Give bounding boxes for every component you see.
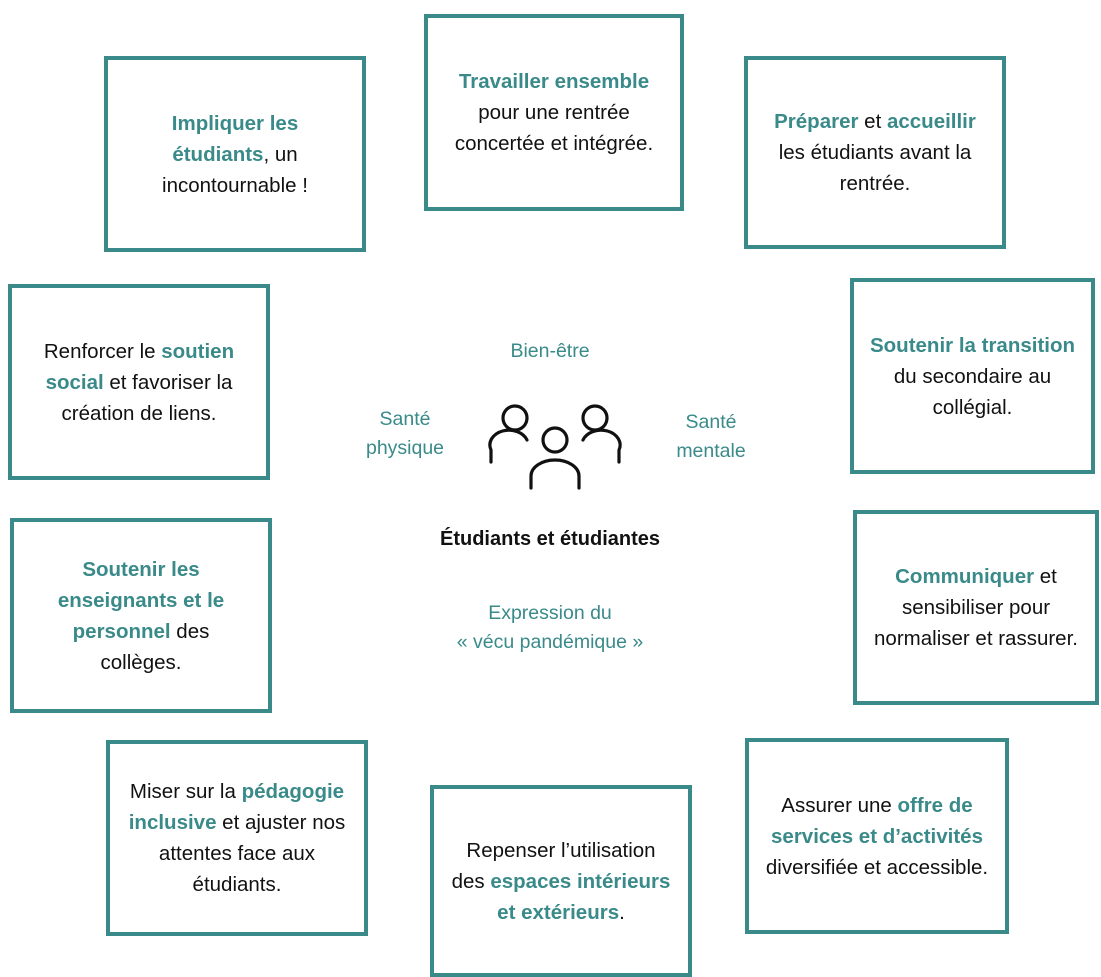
text-impliquer: , un incontournable ! [162, 142, 308, 197]
highlight-accueillir: accueillir [886, 110, 976, 133]
box-espaces: Repenser l’utilisation des espaces intér… [430, 785, 692, 977]
highlight-preparer: Préparer [774, 110, 859, 133]
label-sante-physique-1: Santé [379, 408, 431, 430]
text-transition: du secondaire au collégial. [893, 364, 1052, 419]
text-preparer-et: et [858, 110, 887, 133]
box-communiquer: Communiquer et sensibiliser pour normali… [853, 510, 1099, 705]
label-sante-physique: Santé physique [350, 405, 460, 463]
text-enseignants: des collèges. [100, 619, 210, 674]
label-sante-physique-2: physique [365, 437, 445, 459]
text-renforcer: Renforcer le [43, 339, 162, 363]
highlight-travailler: Travailler ensemble [458, 70, 650, 93]
highlight-enseignants: Soutenir les enseignants et le personnel [57, 557, 225, 643]
person-left-body [488, 428, 529, 464]
person-middle-head [541, 426, 569, 454]
text-pedagogie-rest: et ajuster nos attentes face aux étudian… [158, 811, 346, 896]
label-etudiants: Étudiants et étudiantes [439, 528, 661, 550]
box-preparer-accueillir: Préparer et accueillir les étudiants ava… [744, 56, 1006, 249]
highlight-communiquer: Communiquer [895, 565, 1035, 588]
text-preparer-rest: les étudiants avant la rentrée. [778, 141, 972, 195]
person-left-head [501, 404, 529, 432]
highlight-soutien-social: soutien social [45, 339, 235, 394]
label-bien-etre: Bien-être [510, 340, 590, 362]
box-offre-services: Assurer une offre de services et d’activ… [745, 738, 1009, 934]
text-espaces-rest: . [619, 900, 625, 924]
text-travailler: pour une rentrée concertée et intégrée. [454, 101, 654, 155]
label-expression: Expression du « vécu pandémique » [420, 599, 680, 657]
box-soutenir-enseignants: Soutenir les enseignants et le personnel… [10, 518, 272, 713]
box-soutenir-transition: Soutenir la transition du secondaire au … [850, 278, 1095, 474]
highlight-offre: offre de services et d’activités [771, 793, 983, 848]
text-pedagogie: Miser sur la [129, 780, 242, 803]
highlight-pedagogie: pédagogie inclusive [128, 780, 345, 834]
box-impliquer-etudiants: Impliquer les étudiants, un incontournab… [104, 56, 366, 252]
box-renforcer-soutien-social: Renforcer le soutien social et favoriser… [8, 284, 270, 480]
label-expression-2: « vécu pandémique » [456, 631, 644, 653]
label-sante-mentale-2: mentale [676, 440, 746, 462]
text-offre: Assurer une [781, 793, 898, 817]
text-espaces: Repenser l’utilisation des [451, 838, 656, 893]
text-renforcer-rest: et favoriser la création de liens. [61, 370, 233, 425]
text-communiquer: et sensibiliser pour normaliser et rassu… [874, 565, 1078, 650]
highlight-impliquer: Impliquer les étudiants [171, 111, 299, 166]
people-group-icon [488, 404, 622, 490]
label-sante-mentale: Santé mentale [656, 408, 766, 466]
person-middle-body [529, 458, 581, 490]
label-sante-mentale-1: Santé [685, 411, 737, 433]
highlight-transition: Soutenir la transition [869, 333, 1076, 357]
person-right-head [581, 404, 609, 432]
person-right-body [581, 428, 622, 464]
box-pedagogie-inclusive: Miser sur la pédagogie inclusive et ajus… [106, 740, 368, 936]
highlight-espaces: espaces intérieurs et extérieurs [490, 869, 671, 924]
box-travailler-ensemble: Travailler ensemble pour une rentrée con… [424, 14, 684, 211]
text-offre-rest: diversifiée et accessible. [765, 855, 989, 879]
label-expression-1: Expression du [488, 602, 612, 624]
